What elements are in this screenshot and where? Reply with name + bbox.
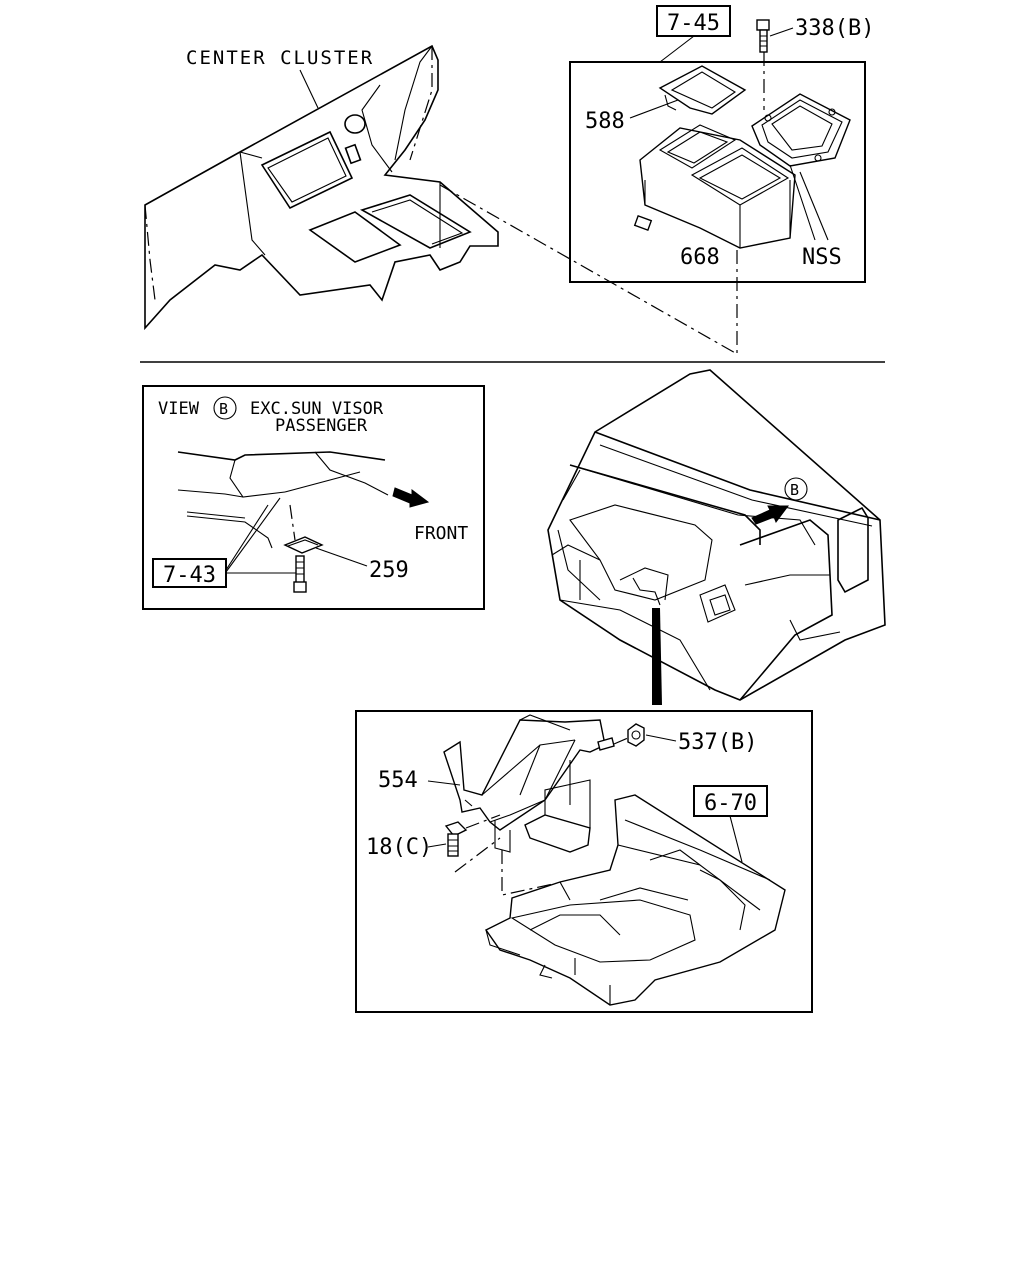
- ref-7-43-leader-2: [225, 497, 281, 573]
- bracket-to-floor-leader-1: [454, 837, 501, 873]
- callout-b-letter: B: [790, 481, 799, 499]
- nss-leader-2: [799, 171, 829, 241]
- bracket-554: [443, 714, 606, 853]
- view-b-circle-letter: B: [219, 400, 228, 418]
- view-b-direction-arrow-icon: [751, 505, 789, 525]
- part-18c-leader: [427, 843, 447, 848]
- nut-537b-axis: [613, 737, 629, 745]
- passenger-label: PASSENGER: [275, 416, 368, 436]
- callout-b-circle: [784, 477, 808, 501]
- ref-6-70-leader: [729, 815, 743, 863]
- view-b-prefix: VIEW: [158, 399, 200, 419]
- part-588-leader: [629, 99, 679, 119]
- cover-588: [658, 65, 747, 115]
- ref-7-45-leader: [659, 35, 695, 63]
- console-668: [633, 124, 796, 249]
- part-338b-label: 338(B): [795, 16, 874, 41]
- view-b-circle: [213, 396, 237, 420]
- truck-cab-drawing: [547, 369, 886, 701]
- bolt-18c-axis: [465, 814, 501, 829]
- bracket-detail-frame: [355, 710, 813, 1013]
- visor-area-drawing: [177, 451, 389, 593]
- pointer-wedge: [652, 608, 662, 705]
- nss-label: NSS: [802, 245, 842, 270]
- center-cluster-label: CENTER CLUSTER: [186, 47, 374, 69]
- ref-6-70-label: 6-70: [704, 791, 757, 816]
- center-cluster-leader: [299, 69, 319, 109]
- part-668-label: 668: [680, 245, 720, 270]
- exc-sun-visor-label: EXC.SUN VISOR: [250, 399, 384, 419]
- floor-panel: [484, 794, 786, 1006]
- center-cluster-drawing: [144, 44, 499, 331]
- nut-537b: [597, 723, 645, 751]
- part-588-label: 588: [585, 109, 625, 134]
- cluster-to-box-leader: [439, 184, 738, 355]
- bolt-18c: [444, 821, 468, 857]
- bolt-338b: [756, 19, 770, 53]
- ref-7-43-label: 7-43: [163, 563, 216, 588]
- part-259-leader: [315, 547, 368, 567]
- front-label: FRONT: [414, 523, 468, 544]
- part-259-label: 259: [369, 558, 409, 583]
- part-537b-leader: [645, 734, 677, 742]
- part-554-leader: [427, 780, 461, 786]
- part-537b-label: 537(B): [678, 730, 757, 755]
- part-18c-label: 18(C): [366, 835, 432, 860]
- part-554-label: 554: [378, 768, 418, 793]
- ref-7-43-leader-1: [225, 504, 269, 571]
- ref-7-45-label: 7-45: [667, 11, 720, 36]
- part-338b-leader: [769, 27, 794, 37]
- front-arrow-icon: [392, 487, 430, 508]
- shift-boot-nss: [751, 93, 851, 167]
- view-b-frame: [142, 385, 485, 610]
- center-console-detail-frame: [569, 61, 866, 283]
- nss-leader-1: [789, 164, 816, 241]
